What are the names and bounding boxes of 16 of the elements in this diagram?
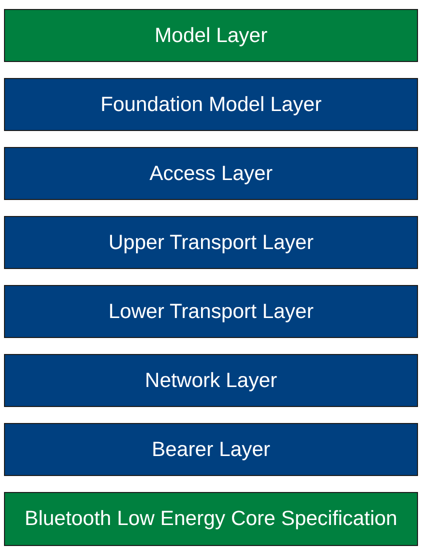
layer-label: Bluetooth Low Energy Core Specification [24, 507, 398, 531]
layer-label: Bearer Layer [152, 438, 270, 462]
layer-label: Network Layer [144, 368, 278, 392]
layer-box [4, 492, 418, 546]
layer-label: Upper Transport Layer [108, 230, 314, 254]
layer-label: Lower Transport Layer [108, 300, 314, 324]
layer-label: Model Layer [154, 24, 268, 48]
layer-box [4, 147, 418, 200]
layer-label: Foundation Model Layer [100, 92, 322, 116]
layer-box [4, 285, 418, 338]
layer-box [4, 354, 418, 407]
layer-box [4, 78, 418, 131]
layer-label: Access Layer [149, 162, 273, 186]
layer-box [4, 423, 418, 476]
layer-box [4, 9, 418, 62]
layer-box [4, 216, 418, 269]
